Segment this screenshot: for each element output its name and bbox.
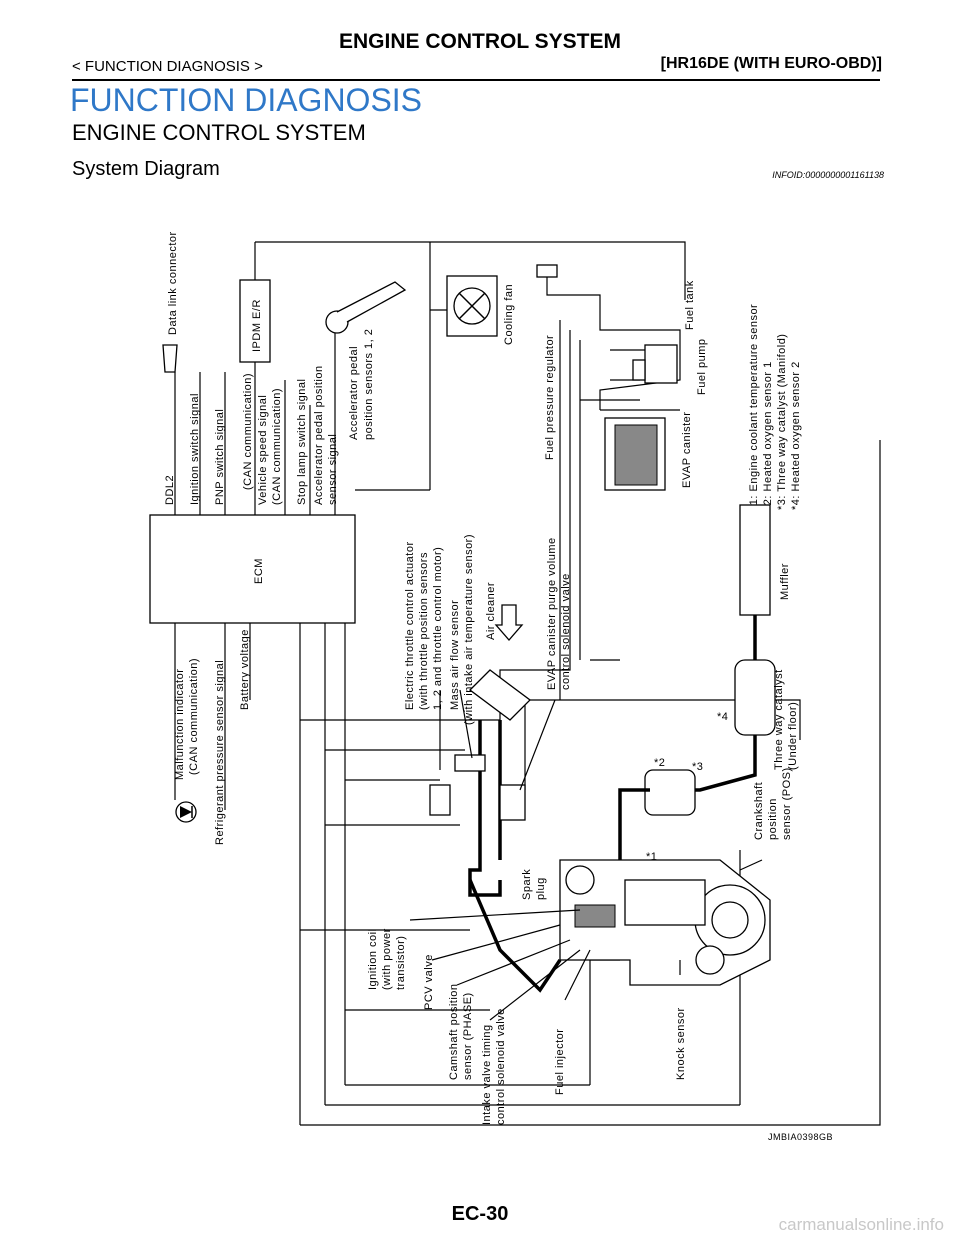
label-crank-3: sensor (POS) xyxy=(781,767,793,840)
marker-4: *4 xyxy=(717,711,728,723)
breadcrumb: < FUNCTION DIAGNOSIS > xyxy=(72,58,263,75)
label-fuel-pump: Fuel pump xyxy=(696,339,708,395)
label-fuel-regulator: Fuel pressure regulator xyxy=(544,335,556,460)
label-coil-2: (with power xyxy=(381,928,393,990)
air-intake-arrow-icon xyxy=(494,604,524,641)
label-ipdm: IPDM E/R xyxy=(251,299,263,352)
note-1: *1: Engine coolant temperature sensor xyxy=(748,304,760,510)
label-ignition-switch: Ignition switch signal xyxy=(189,393,201,505)
label-can-1: (CAN communication) xyxy=(242,373,254,490)
label-cooling-fan: Cooling fan xyxy=(503,284,515,345)
label-stop-lamp: Stop lamp switch signal xyxy=(296,379,308,505)
label-can-3: (CAN communication) xyxy=(188,658,200,775)
fuel-tank-icon xyxy=(536,264,681,410)
catalyst-manifold-icon xyxy=(644,769,696,816)
label-battery: Battery voltage xyxy=(239,629,251,710)
muffler-icon xyxy=(739,504,771,660)
marker-3: *3 xyxy=(692,761,703,773)
label-throttle-2: (with throttle position sensors xyxy=(418,552,430,710)
note-2: *2: Heated oxygen sensor 1 xyxy=(762,361,774,510)
label-knock: Knock sensor xyxy=(675,1007,687,1080)
label-throttle-3: 1, 2 and throttle control motor) xyxy=(432,547,444,710)
label-catalyst-2: (Under floor) xyxy=(787,702,799,770)
label-malfunction: Malfunction indicator xyxy=(174,669,186,780)
info-id: INFOID:0000000001161138 xyxy=(772,170,884,180)
ecm-label: ECM xyxy=(253,558,265,584)
evap-canister-icon xyxy=(604,417,666,491)
label-evap-valve-2: control solenoid valve xyxy=(560,573,572,690)
label-crank-1: Crankshaft xyxy=(753,782,765,840)
label-refrigerant: Refrigerant pressure sensor signal xyxy=(214,660,226,845)
label-crank-2: position xyxy=(767,798,779,840)
label-injector: Fuel injector xyxy=(554,1029,566,1095)
label-maf-1: Mass air flow sensor xyxy=(449,600,461,710)
label-muffler: Muffler xyxy=(779,563,791,600)
label-fuel-tank: Fuel tank xyxy=(684,280,696,330)
label-accel-2: position sensors 1, 2 xyxy=(363,329,375,440)
note-3: *3: Three way catalyst (Manifold) xyxy=(776,334,788,510)
ipdm-box xyxy=(239,279,271,363)
maf-sensor-icon xyxy=(454,754,486,772)
label-ivt-1: Intake valve timing xyxy=(481,1024,493,1125)
label-maf-2: (with intake air temperature sensor) xyxy=(463,534,475,725)
data-link-connector-icon xyxy=(162,344,178,373)
label-air-cleaner: Air cleaner xyxy=(485,582,497,640)
label-data-link: Data link connector xyxy=(167,231,179,335)
label-coil-3: transistor) xyxy=(395,936,407,990)
label-throttle-1: Electric throttle control actuator xyxy=(404,541,416,710)
label-coil-1: Ignition coil xyxy=(367,928,379,990)
label-ivt-2: control solenoid valve xyxy=(495,1008,507,1125)
section-title: FUNCTION DIAGNOSIS xyxy=(70,82,423,118)
cooling-fan-icon xyxy=(446,275,498,337)
figure-id: JMBIA0398GB xyxy=(768,1132,833,1142)
label-can-2: (CAN communication) xyxy=(271,388,283,505)
ecm-box xyxy=(149,514,356,624)
note-4: *4: Heated oxygen sensor 2 xyxy=(790,361,802,510)
label-vehicle-speed: Vehicle speed signal xyxy=(257,395,269,505)
label-evap-valve-1: EVAP canister purge volume xyxy=(546,537,558,690)
label-ddl2: DDL2 xyxy=(164,475,176,505)
label-sensor-signal: sensor signal xyxy=(327,434,339,505)
label-spark-1: Spark xyxy=(521,869,533,900)
model-label: [HR16DE (WITH EURO-OBD)] xyxy=(660,55,882,72)
marker-2: *2 xyxy=(654,757,665,769)
label-accel-position: Accelerator pedal position xyxy=(313,365,325,505)
evap-valve-icon xyxy=(499,784,526,821)
section-heading: System Diagram xyxy=(72,158,220,180)
label-evap-canister: EVAP canister xyxy=(681,412,693,488)
marker-1: *1 xyxy=(646,851,657,863)
label-catalyst-1: Three way catalyst xyxy=(773,669,785,770)
label-pnp-switch: PNP switch signal xyxy=(214,409,226,505)
throttle-actuator-icon xyxy=(429,784,451,816)
watermark: carmanualsonline.info xyxy=(778,1215,944,1234)
accelerator-pedal-icon xyxy=(325,281,407,334)
label-cam-2: sensor (PHASE) xyxy=(462,992,474,1080)
air-cleaner-icon xyxy=(469,669,531,721)
label-accel-1: Accelerator pedal xyxy=(348,346,360,440)
engine-icon xyxy=(559,859,771,986)
label-pcv: PCV valve xyxy=(423,954,435,1010)
page-number: EC-30 xyxy=(451,1203,509,1225)
malfunction-indicator-icon xyxy=(175,801,197,823)
wiring xyxy=(174,241,881,1126)
header-rule xyxy=(72,79,880,81)
label-cam-1: Camshaft position xyxy=(448,983,460,1080)
section-subtitle: ENGINE CONTROL SYSTEM xyxy=(72,120,366,145)
page-header-title: ENGINE CONTROL SYSTEM xyxy=(339,30,621,53)
leader-lines xyxy=(409,689,763,1021)
label-spark-2: plug xyxy=(535,877,547,900)
